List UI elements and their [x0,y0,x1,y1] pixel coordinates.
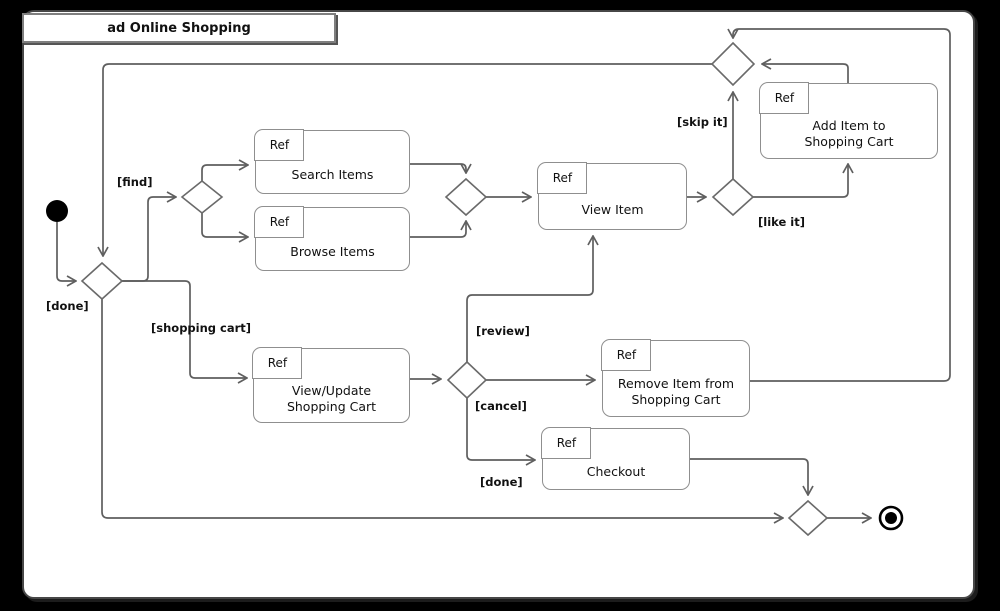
activity-view-item: Ref View Item [537,162,687,230]
activity-label: Checkout [586,464,646,479]
guard-skip-it: [skip it] [677,115,728,129]
activity-label-line2: Shopping Cart [804,134,894,149]
frame-title-text: ad Online Shopping [107,20,251,36]
frame-title: ad Online Shopping [22,13,336,43]
edge-start [56,222,76,281]
guard-find: [find] [117,175,153,189]
ref-tab: Ref [759,82,810,115]
edge-done-to-final-merge [101,299,783,518]
ref-tab: Ref [252,347,303,380]
activity-search-items: Ref Search Items [254,129,410,194]
activity-label-line2: Shopping Cart [286,398,377,414]
edge-add-item-out [762,64,849,83]
ref-tab: Ref [601,339,652,372]
edge-shopping-cart [122,280,247,378]
activity-label: View Item [581,201,644,217]
activity-view-update-shopping-cart: Ref View/Update Shopping Cart [252,347,410,423]
decision-diamond-find [180,179,224,215]
decision-diamond-like-skip [711,177,755,217]
ref-tab: Ref [537,162,588,195]
final-node-dot-icon [885,512,897,524]
guard-shopping-cart: [shopping cart] [151,321,252,335]
decision-diamond-cart [446,360,488,400]
merge-diamond-final [787,499,829,537]
edge-done-to-checkout [466,398,535,460]
ref-tab: Ref [254,206,305,239]
edge-to-browse-items [201,213,248,237]
ref-tab: Ref [541,427,592,460]
activity-label: Browse Items [290,244,375,259]
initial-node-icon [46,200,68,222]
guard-review: [review] [476,324,530,338]
guard-done-main: [done] [46,299,89,313]
activity-label-line1: Add Item to [812,118,886,133]
guard-cancel: [cancel] [475,399,527,413]
edge-like-it [753,164,848,198]
activity-checkout: Ref Checkout [541,427,690,490]
activity-browse-items: Ref Browse Items [254,206,410,271]
edge-checkout-out [690,458,808,495]
merge-diamond-top [710,41,756,87]
ref-tab: Ref [254,129,305,162]
activity-label: Search Items [291,167,374,182]
edge-remove-item-loop [733,28,951,382]
activity-remove-item-from-shopping-cart: Ref Remove Item from Shopping Cart [601,339,750,417]
activity-label-line1: Remove Item from [617,375,735,391]
activity-label-line2: Shopping Cart [631,391,721,407]
activity-add-item-to-shopping-cart: Ref Add Item to Shopping Cart [759,82,938,159]
edge-browse-items-out [410,221,466,238]
edge-review [466,236,593,362]
activity-label-line1: View/Update [291,382,372,398]
edge-find [122,197,176,282]
guard-like-it: [like it] [758,215,805,229]
edge-search-items-out [410,163,466,173]
edge-merge-return [103,63,712,256]
merge-diamond-items [444,177,488,217]
guard-done-checkout: [done] [480,475,523,489]
edge-to-search-items [201,165,248,181]
merge-diamond-main [80,261,124,301]
